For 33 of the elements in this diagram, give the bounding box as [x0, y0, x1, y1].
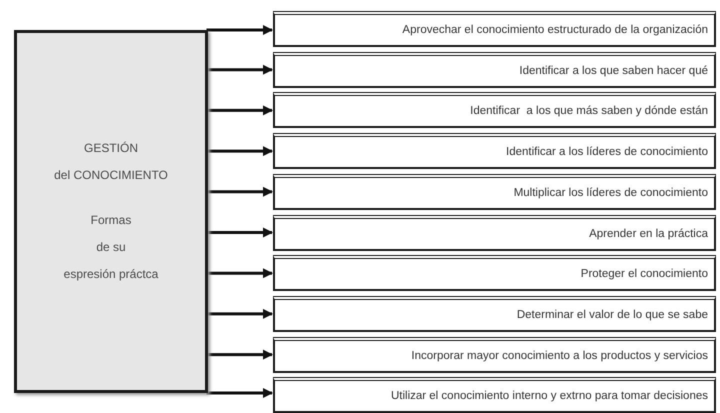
- box-text: Aprovechar el conocimiento estructurado de la organización: [402, 24, 708, 36]
- arrow: [206, 268, 273, 278]
- arrow: [206, 308, 273, 319]
- item-box: [273, 52, 716, 88]
- box-text: Aprender en la práctica: [589, 228, 708, 240]
- arrow: [206, 105, 273, 116]
- item-box: [273, 296, 716, 332]
- arrow: [206, 146, 273, 156]
- box-text: Determinar el valor de lo que se sabe: [516, 308, 708, 321]
- arrow: [206, 350, 273, 360]
- item-box: [273, 174, 716, 210]
- item-box: [273, 214, 716, 250]
- box-text: Proteger el conocimiento: [580, 268, 708, 280]
- box-text: Identificar a los que saben hacer qué: [519, 64, 708, 77]
- box-heading: GESTIÓN del CONOCIMIENTO: [54, 140, 168, 184]
- process-box: [14, 30, 208, 393]
- arrow: [206, 388, 273, 398]
- arrow: [206, 25, 273, 35]
- item-box: [273, 336, 716, 373]
- arrow: [206, 228, 273, 238]
- box-text: Identificar a los que más saben y dónde están: [470, 105, 708, 118]
- item-box: [273, 255, 716, 292]
- box-text: Multiplicar los líderes de conocimiento: [514, 186, 708, 199]
- box-text: Incorporar mayor conocimiento a los productos y servicios: [411, 350, 708, 362]
- arrow: [206, 186, 273, 197]
- box-text: Formas de su espresión práctca: [64, 212, 158, 283]
- item-box: [273, 92, 716, 128]
- box-text: Identificar a los líderes de conocimiento: [506, 146, 708, 158]
- item-box: [273, 11, 716, 47]
- item-box: [273, 377, 716, 413]
- box-text: Utilizar el conocimiento interno y extrno para tomar decisiones: [390, 390, 708, 402]
- arrow: [206, 64, 273, 75]
- item-box: [273, 133, 716, 170]
